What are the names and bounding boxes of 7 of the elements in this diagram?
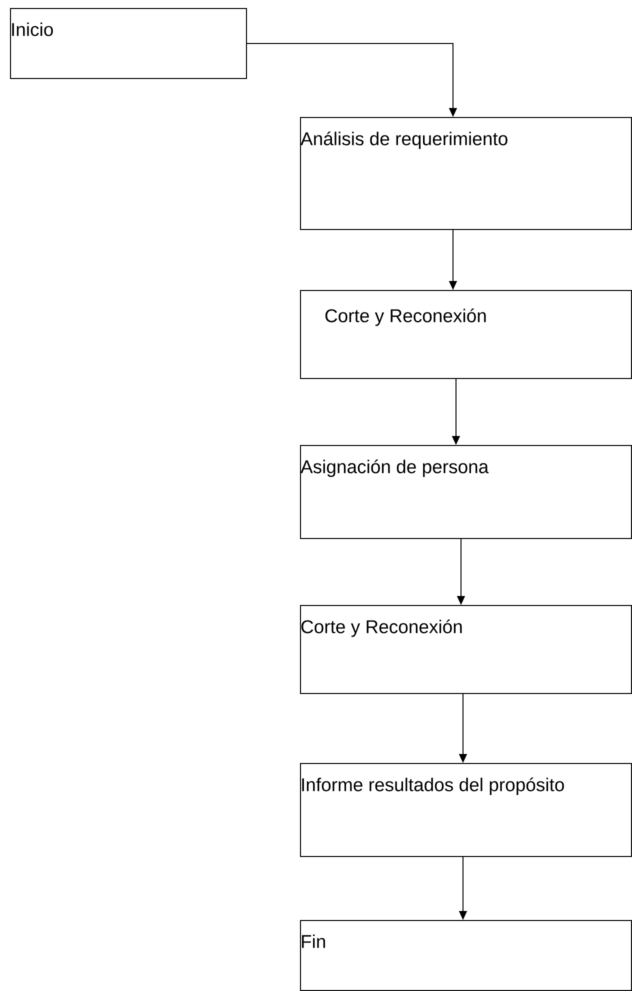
process-box: Inicio (10, 8, 247, 80)
process-box: Fin (300, 920, 632, 991)
process-box: Corte y Reconexión (300, 290, 632, 379)
process-box: Corte y Reconexión (300, 605, 632, 694)
process-box: Asignación de persona (300, 445, 632, 539)
process-box: Informe resultados del propósito (300, 763, 632, 857)
process-box: Análisis de requerimiento (300, 117, 632, 230)
